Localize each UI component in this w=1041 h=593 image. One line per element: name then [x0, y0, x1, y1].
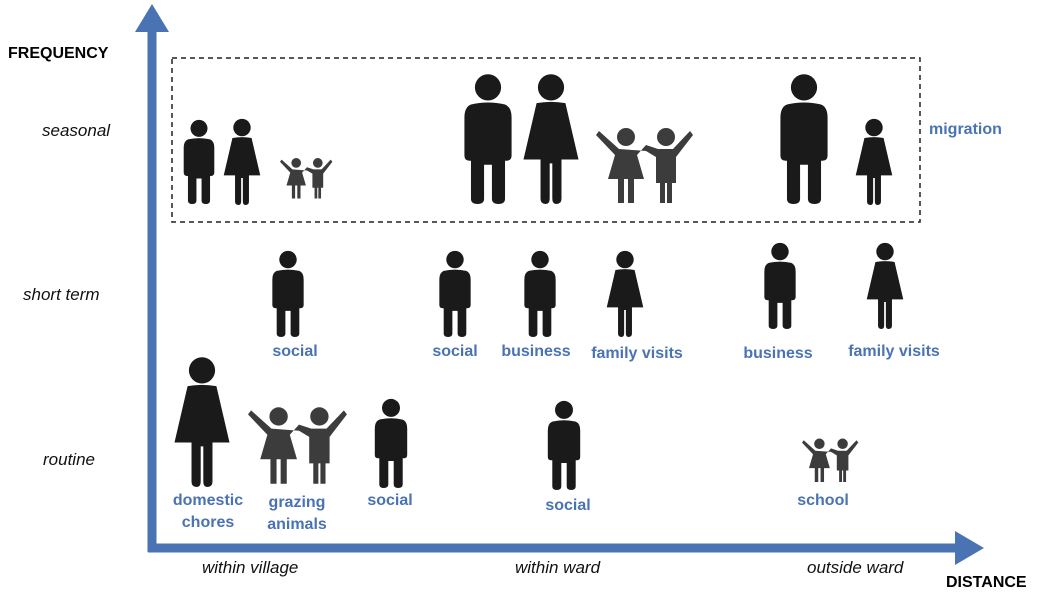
activity-label: family visits: [848, 343, 940, 360]
activity-label: business: [743, 345, 813, 362]
woman-icon: [606, 250, 644, 337]
children-icon: [802, 438, 859, 483]
frequency-label-routine: routine: [43, 450, 95, 469]
frequency-label-short-term: short term: [23, 285, 100, 304]
activity-label: school: [797, 492, 849, 509]
woman-icon: [523, 74, 579, 204]
y-axis: [135, 4, 169, 552]
man-icon: [439, 250, 471, 337]
activity-label: family visits: [591, 345, 683, 362]
man-icon: [464, 74, 512, 204]
woman-icon: [866, 242, 904, 329]
children-icon: [280, 158, 333, 199]
man-icon: [547, 400, 581, 490]
activity-label: social: [367, 492, 413, 509]
distance-label-outside-ward: outside ward: [807, 558, 904, 577]
man-icon: [272, 250, 304, 337]
x-axis: [148, 531, 984, 565]
migration-label: migration: [929, 121, 1002, 138]
distance-label-within-ward: within ward: [515, 558, 601, 577]
man-icon: [780, 74, 828, 204]
woman-icon: [855, 118, 893, 205]
activity-label: grazing animals: [267, 494, 327, 533]
man-icon: [764, 242, 796, 329]
migration-box: [171, 57, 921, 223]
x-axis-title: DISTANCE: [946, 574, 1027, 591]
activity-label: domestic chores: [172, 492, 244, 531]
children-icon: [596, 128, 693, 203]
activity-label: social: [432, 343, 478, 360]
distance-label-within-village: within village: [202, 558, 299, 577]
y-axis-title: FREQUENCY: [8, 45, 109, 62]
woman-icon: [174, 357, 230, 487]
frequency-label-seasonal: seasonal: [42, 121, 111, 140]
activity-label: social: [272, 343, 318, 360]
activity-label: business: [501, 343, 571, 360]
woman-icon: [223, 118, 261, 205]
man-icon: [183, 119, 215, 204]
man-icon: [524, 250, 556, 337]
man-icon: [374, 398, 408, 488]
children-icon: [248, 407, 347, 484]
activity-label: social: [545, 497, 591, 514]
